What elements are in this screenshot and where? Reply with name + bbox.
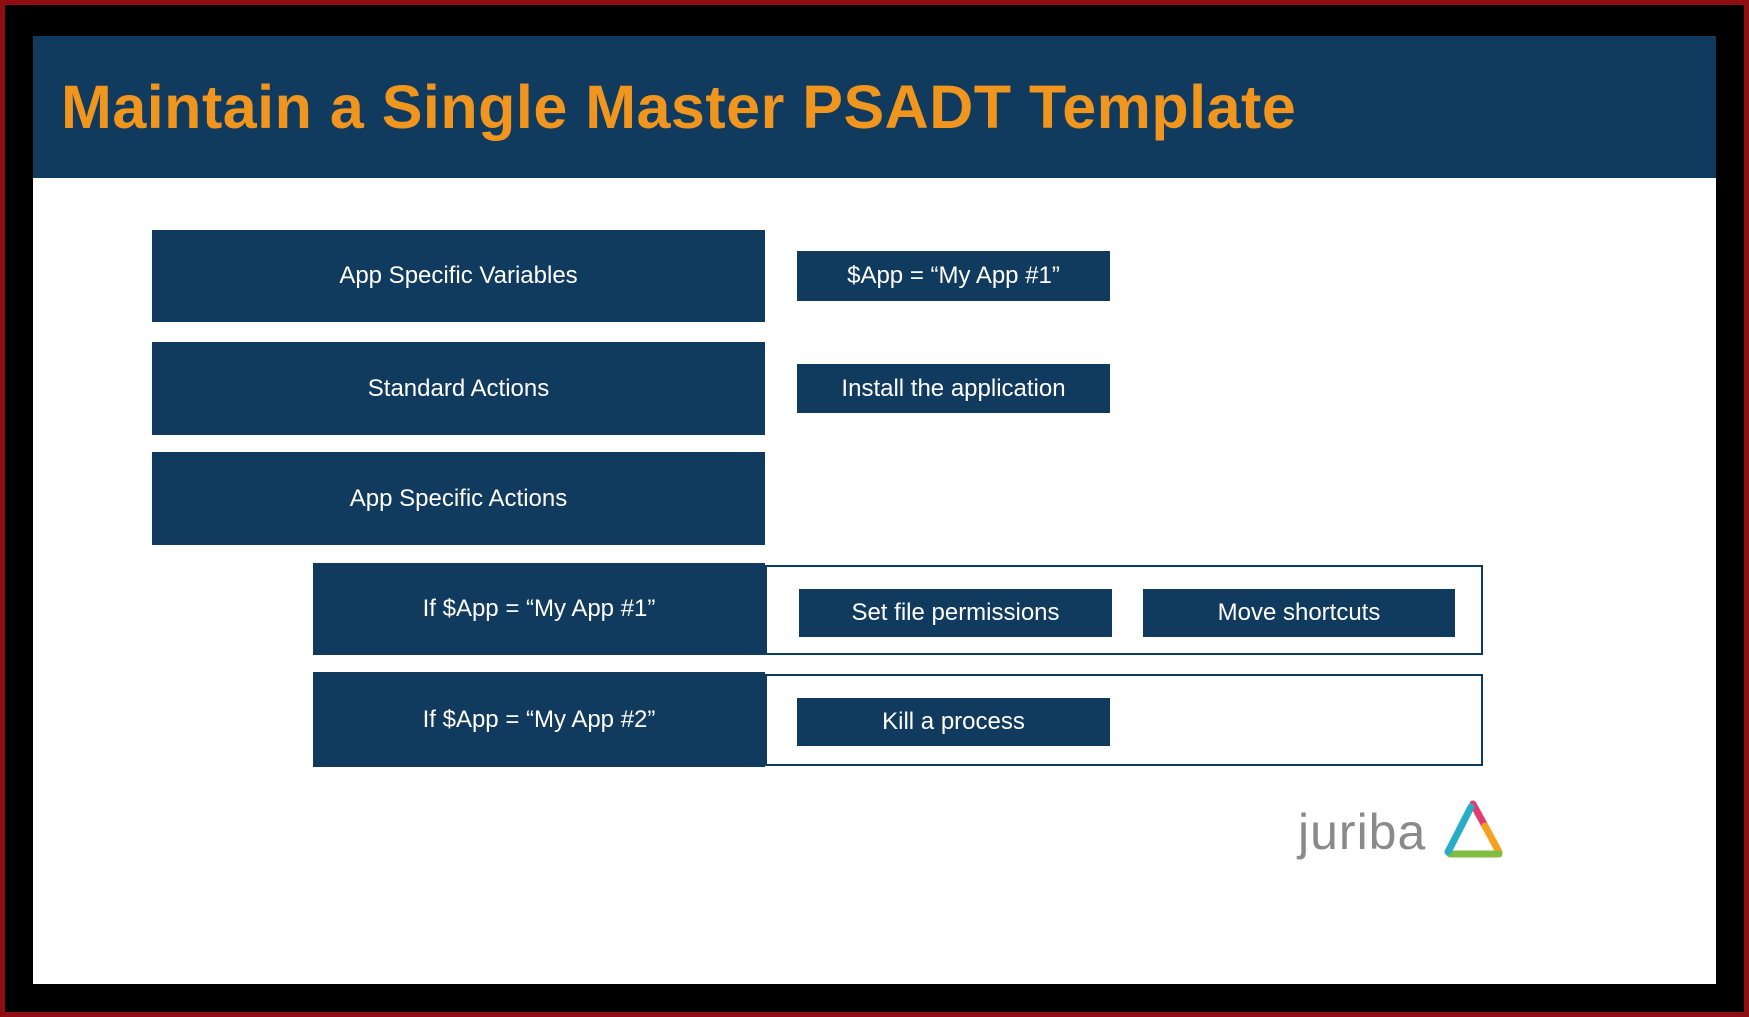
detail-label: $App = “My App #1”	[847, 262, 1060, 289]
action-kill-a-process: Kill a process	[797, 698, 1110, 746]
row-app-specific-actions: App Specific Actions	[152, 452, 765, 545]
slide: Maintain a Single Master PSADT Template …	[33, 36, 1716, 984]
action-move-shortcuts: Move shortcuts	[1143, 589, 1455, 637]
juriba-logo-text: juriba	[1298, 803, 1427, 860]
row-label: Standard Actions	[367, 374, 550, 402]
row-standard-actions: Standard Actions	[152, 342, 765, 435]
detail-install-application: Install the application	[797, 364, 1110, 413]
detail-app-variable-value: $App = “My App #1”	[797, 251, 1110, 301]
slide-header: Maintain a Single Master PSADT Template	[33, 36, 1716, 178]
condition-app2-box: If $App = “My App #2”	[313, 672, 765, 767]
row-label: App Specific Actions	[349, 484, 568, 512]
action-label: Set file permissions	[851, 599, 1060, 626]
action-set-file-permissions: Set file permissions	[799, 589, 1112, 637]
row-app-specific-variables: App Specific Variables	[152, 230, 765, 322]
row-label: App Specific Variables	[339, 262, 578, 289]
condition-app1-actions-container: Set file permissions Move shortcuts	[765, 565, 1483, 655]
condition-label: If $App = “My App #2”	[422, 705, 656, 733]
condition-app2-actions-container: Kill a process	[765, 674, 1483, 766]
juriba-triangle-icon	[1440, 798, 1506, 865]
action-label: Kill a process	[882, 708, 1025, 735]
condition-app1-box: If $App = “My App #1”	[313, 563, 765, 655]
page-title: Maintain a Single Master PSADT Template	[61, 73, 1297, 141]
detail-label: Install the application	[841, 374, 1066, 402]
juriba-logo: juriba	[1298, 798, 1506, 865]
action-label: Move shortcuts	[1217, 599, 1381, 626]
condition-label: If $App = “My App #1”	[422, 595, 656, 622]
